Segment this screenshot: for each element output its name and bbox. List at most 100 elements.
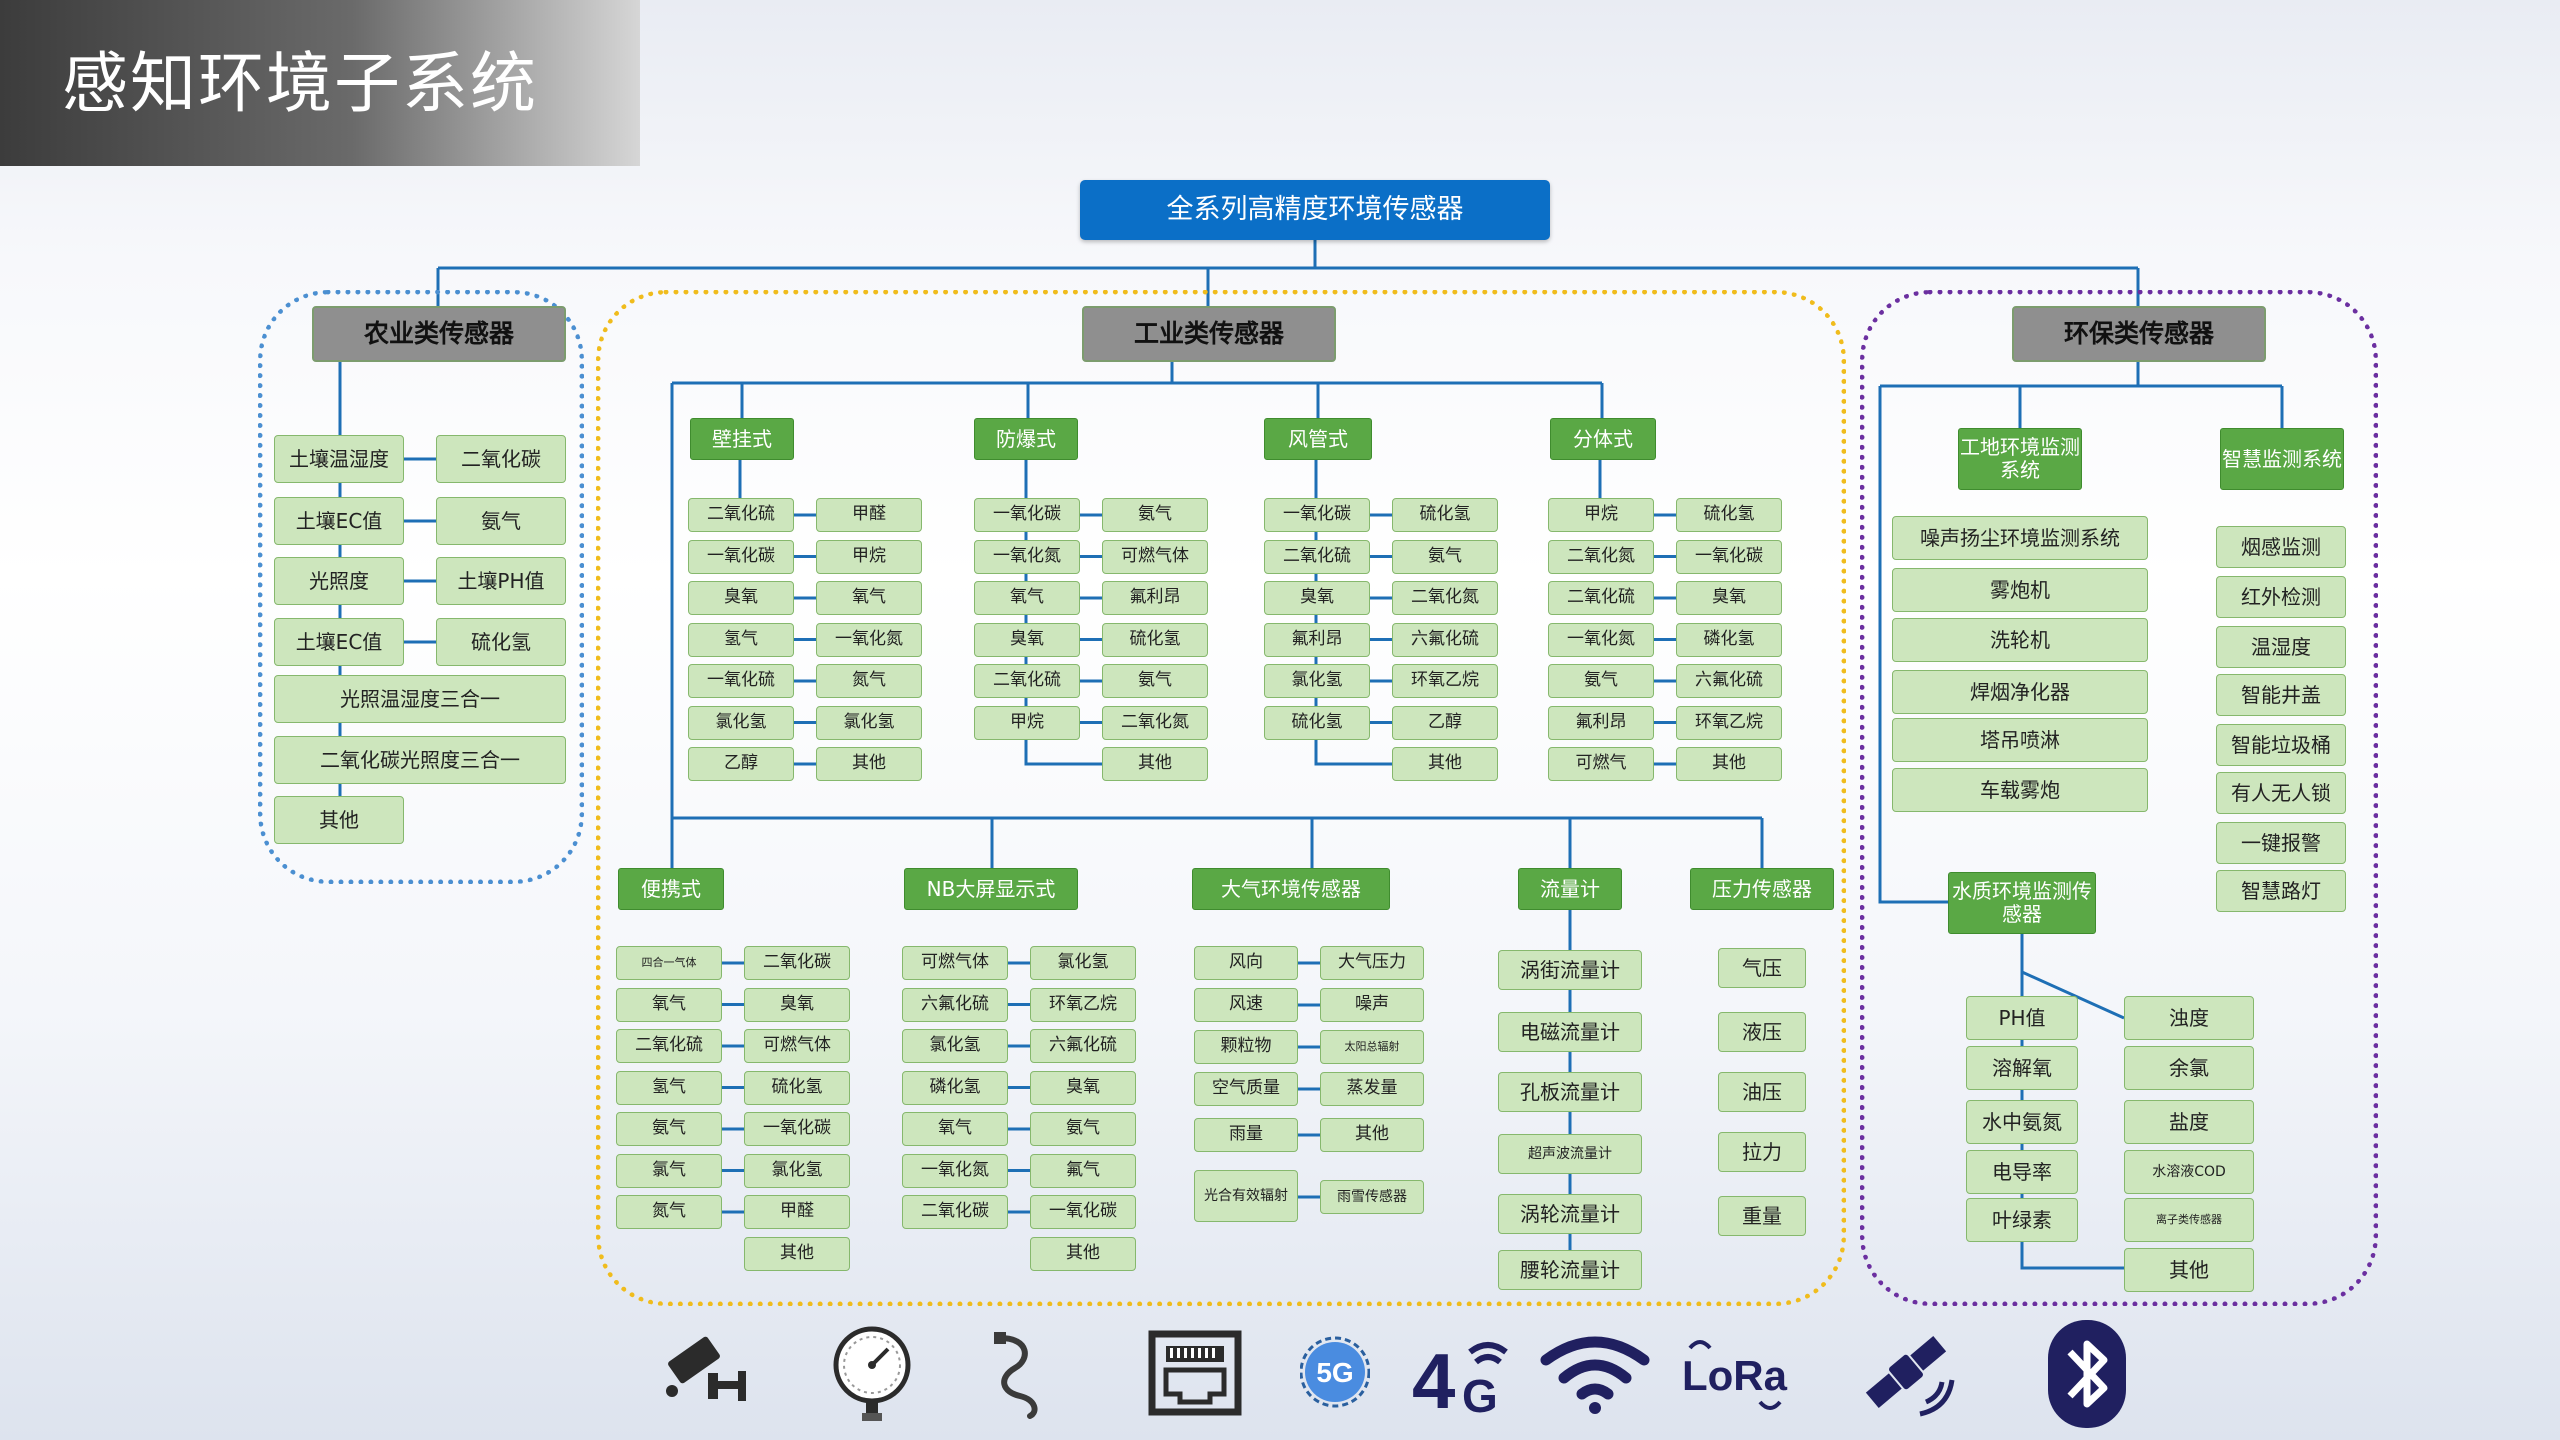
water-trunk bbox=[2020, 934, 2124, 1270]
agri-item: 二氧化碳光照度三合一 bbox=[274, 736, 566, 784]
flow-item: 孔板流量计 bbox=[1498, 1072, 1642, 1112]
split-item: 臭氧 bbox=[1676, 581, 1782, 615]
atmos-item: 雨量 bbox=[1194, 1118, 1298, 1152]
nb-item: 氧气 bbox=[902, 1112, 1008, 1146]
portable-item: 氧气 bbox=[616, 987, 722, 1022]
nb-category: NB大屏显示式 bbox=[904, 868, 1078, 910]
pressure-item: 气压 bbox=[1718, 948, 1806, 988]
duct-category: 风管式 bbox=[1264, 418, 1372, 460]
portable-item: 其他 bbox=[744, 1236, 850, 1271]
duct-item: 其他 bbox=[1392, 747, 1498, 781]
smart-item: 温湿度 bbox=[2216, 626, 2346, 668]
explosion-item: 氟利昂 bbox=[1102, 581, 1208, 615]
bluetooth-icon bbox=[2046, 1318, 2128, 1430]
nb-item: 环氧乙烷 bbox=[1030, 987, 1136, 1022]
camera-icon bbox=[658, 1335, 754, 1415]
water-category: 水质环境监测传感器 bbox=[1948, 872, 2096, 934]
duct-item: 六氟化硫 bbox=[1392, 622, 1498, 657]
split-item: 磷化氢 bbox=[1676, 622, 1782, 657]
5g-icon: 5G bbox=[1299, 1320, 1371, 1420]
smart-category: 智慧监测系统 bbox=[2220, 428, 2344, 490]
wall-item: 二氧化硫 bbox=[688, 498, 794, 532]
4g-label: 4 bbox=[1412, 1337, 1455, 1420]
environmental-region bbox=[1860, 290, 2378, 1306]
flow-item: 涡轮流量计 bbox=[1498, 1194, 1642, 1234]
wall-item: 甲醛 bbox=[816, 498, 922, 532]
water-item: 盐度 bbox=[2124, 1100, 2254, 1144]
portable-item: 二氧化硫 bbox=[616, 1029, 722, 1063]
nb-item: 六氟化硫 bbox=[1030, 1029, 1136, 1063]
split-item: 环氧乙烷 bbox=[1676, 705, 1782, 740]
portable-item: 氮气 bbox=[616, 1195, 722, 1229]
portable-item: 氨气 bbox=[616, 1112, 722, 1146]
explosion-item: 甲烷 bbox=[974, 705, 1080, 740]
flow-item: 电磁流量计 bbox=[1498, 1012, 1642, 1052]
smart-item: 智慧路灯 bbox=[2216, 870, 2346, 912]
nb-item: 氯化氢 bbox=[902, 1029, 1008, 1063]
atmos-item: 雨雪传感器 bbox=[1320, 1180, 1424, 1214]
split-item: 甲烷 bbox=[1548, 498, 1654, 532]
explosion-item: 二氧化氮 bbox=[1102, 705, 1208, 740]
duct-item: 硫化氢 bbox=[1264, 705, 1370, 740]
agri-item: 土壤EC值 bbox=[274, 497, 404, 545]
split-item: 六氟化硫 bbox=[1676, 664, 1782, 698]
wall-item: 乙醇 bbox=[688, 747, 794, 781]
site-item: 洗轮机 bbox=[1892, 618, 2148, 662]
nb-item: 其他 bbox=[1030, 1236, 1136, 1271]
portable-item: 硫化氢 bbox=[744, 1070, 850, 1105]
wall-item: 氯化氢 bbox=[688, 705, 794, 740]
env-left-trunk bbox=[1878, 386, 1948, 904]
portable-item: 甲醛 bbox=[744, 1195, 850, 1229]
flow-category: 流量计 bbox=[1518, 868, 1622, 910]
pressure-gauge-icon bbox=[832, 1325, 912, 1425]
pressure-category: 压力传感器 bbox=[1690, 868, 1834, 910]
agri-item: 硫化氢 bbox=[436, 618, 566, 666]
explosion-item: 一氧化氮 bbox=[974, 539, 1080, 574]
split-category: 分体式 bbox=[1550, 418, 1656, 460]
nb-item: 可燃气体 bbox=[902, 946, 1008, 980]
duct-item: 氨气 bbox=[1392, 539, 1498, 574]
explosion-item: 其他 bbox=[1102, 747, 1208, 781]
portable-item: 氯化氢 bbox=[744, 1153, 850, 1188]
flow-item: 超声波流量计 bbox=[1498, 1134, 1642, 1174]
explosion-item: 一氧化碳 bbox=[974, 498, 1080, 532]
agri-item: 土壤EC值 bbox=[274, 618, 404, 666]
split-item: 可燃气 bbox=[1548, 747, 1654, 781]
pressure-item: 拉力 bbox=[1718, 1132, 1806, 1172]
water-item: 浊度 bbox=[2124, 996, 2254, 1040]
water-item: 余氯 bbox=[2124, 1046, 2254, 1090]
connector bbox=[2021, 970, 2125, 1020]
industrial-region bbox=[596, 290, 1846, 1306]
explosion-item: 氨气 bbox=[1102, 664, 1208, 698]
agri-item: 土壤PH值 bbox=[436, 557, 566, 605]
atmos-category: 大气环境传感器 bbox=[1192, 868, 1390, 910]
wall-category: 壁挂式 bbox=[690, 418, 794, 460]
explosion-item: 二氧化硫 bbox=[974, 664, 1080, 698]
nb-item: 氨气 bbox=[1030, 1112, 1136, 1146]
water-item: 电导率 bbox=[1966, 1150, 2078, 1194]
cable-icon bbox=[990, 1330, 1050, 1420]
wifi-icon bbox=[1540, 1330, 1650, 1416]
duct-item: 硫化氢 bbox=[1392, 498, 1498, 532]
pressure-item: 油压 bbox=[1718, 1072, 1806, 1112]
agri-item: 土壤温湿度 bbox=[274, 435, 404, 483]
atmos-item: 光合有效辐射 bbox=[1194, 1170, 1298, 1222]
split-item: 一氧化氮 bbox=[1548, 622, 1654, 657]
atmos-item: 风速 bbox=[1194, 988, 1298, 1022]
wall-item: 一氧化氮 bbox=[816, 622, 922, 657]
satellite-icon bbox=[1856, 1322, 1956, 1422]
portable-item: 氢气 bbox=[616, 1070, 722, 1105]
wall-item: 一氧化碳 bbox=[688, 539, 794, 574]
nb-item: 二氧化碳 bbox=[902, 1195, 1008, 1229]
water-item: PH值 bbox=[1966, 996, 2078, 1040]
4g-icon: 4 G bbox=[1410, 1322, 1516, 1425]
water-item: 离子类传感器 bbox=[2124, 1198, 2254, 1242]
smart-item: 烟感监测 bbox=[2216, 526, 2346, 568]
5g-label: 5G bbox=[1316, 1357, 1353, 1388]
industrial-header: 工业类传感器 bbox=[1082, 306, 1336, 362]
water-item: 溶解氧 bbox=[1966, 1046, 2078, 1090]
root-node: 全系列高精度环境传感器 bbox=[1080, 180, 1550, 240]
pressure-item: 重量 bbox=[1718, 1196, 1806, 1236]
atmos-item: 大气压力 bbox=[1320, 946, 1424, 980]
smart-item: 一键报警 bbox=[2216, 822, 2346, 864]
